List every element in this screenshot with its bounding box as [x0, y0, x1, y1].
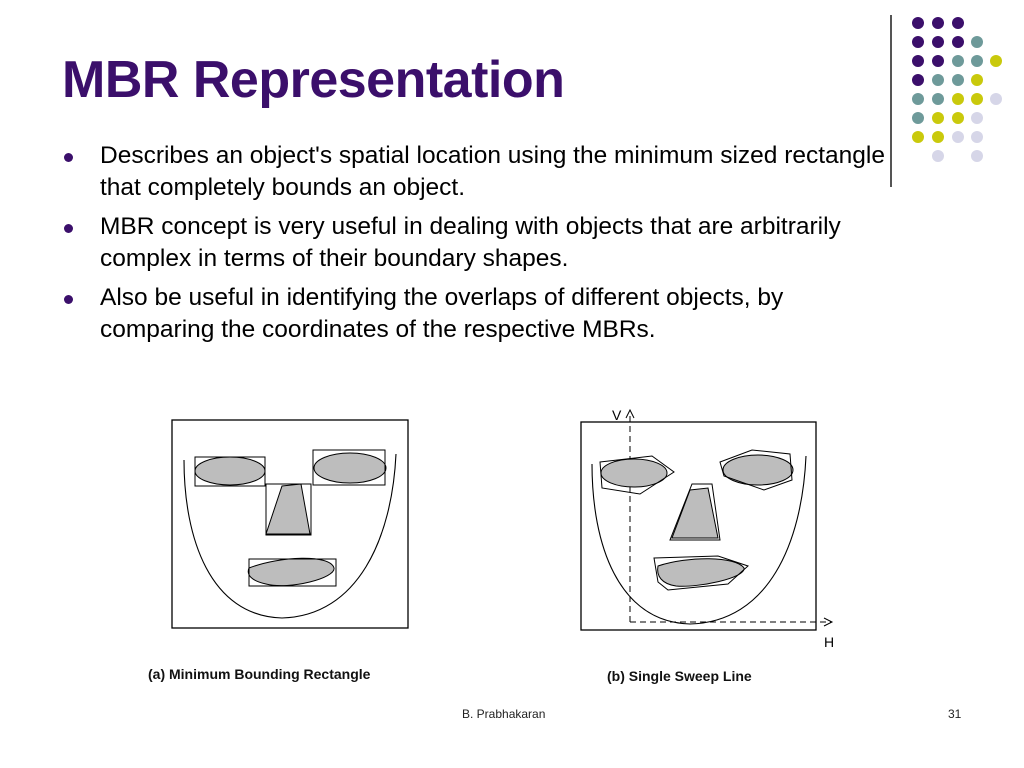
figure-minimum-bounding-rectangle [171, 419, 409, 629]
left-eye-shape [194, 456, 266, 486]
nose-mbr [265, 483, 312, 536]
mouth-shape [657, 558, 745, 587]
bullet-dot-icon [64, 295, 73, 304]
page-number: 31 [948, 707, 962, 721]
right-eye-shape [722, 454, 794, 486]
nose-hull [669, 483, 721, 541]
bullet-dot-icon [64, 153, 73, 162]
nose-shape [671, 487, 719, 539]
bullet-dot-icon [64, 224, 73, 233]
mouth-mbr [248, 558, 337, 587]
figure-frame [171, 419, 409, 629]
footer-author: B. Prabhakaran [462, 707, 546, 721]
v-axis-arrow-icon [625, 408, 635, 419]
right-eye-mbr [312, 449, 386, 486]
left-eye-hull [599, 455, 675, 495]
bullet-item: Also be useful in identifying the overla… [62, 282, 902, 346]
bullet-item: Describes an object's spatial location u… [62, 140, 902, 204]
figure-a-caption: (a) Minimum Bounding Rectangle [148, 666, 371, 682]
slide-title: MBR Representation [62, 51, 565, 109]
h-axis-arrow-icon [823, 617, 834, 627]
face-outline [591, 455, 807, 625]
bullet-text: MBR concept is very useful in dealing wi… [100, 213, 841, 272]
decorative-dot-grid [912, 17, 1002, 162]
bullet-text: Also be useful in identifying the overla… [100, 284, 784, 343]
bullet-list: Describes an object's spatial location u… [62, 140, 902, 353]
bullet-text: Describes an object's spatial location u… [100, 142, 885, 201]
mouth-hull [653, 555, 749, 591]
divider-line [890, 15, 892, 187]
figure-b-caption: (b) Single Sweep Line [607, 668, 752, 684]
right-eye-hull [719, 449, 793, 491]
left-eye-mbr [194, 456, 266, 487]
axis-v-label: V [612, 407, 622, 423]
bullet-item: MBR concept is very useful in dealing wi… [62, 211, 902, 275]
right-eye-shape [313, 452, 387, 484]
face-outline [183, 453, 397, 619]
axis-h-label: H [824, 634, 834, 650]
figure-frame [580, 421, 817, 631]
figure-single-sweep-line: V H [580, 407, 834, 650]
nose-shape [265, 483, 311, 535]
mouth-shape [247, 557, 335, 587]
